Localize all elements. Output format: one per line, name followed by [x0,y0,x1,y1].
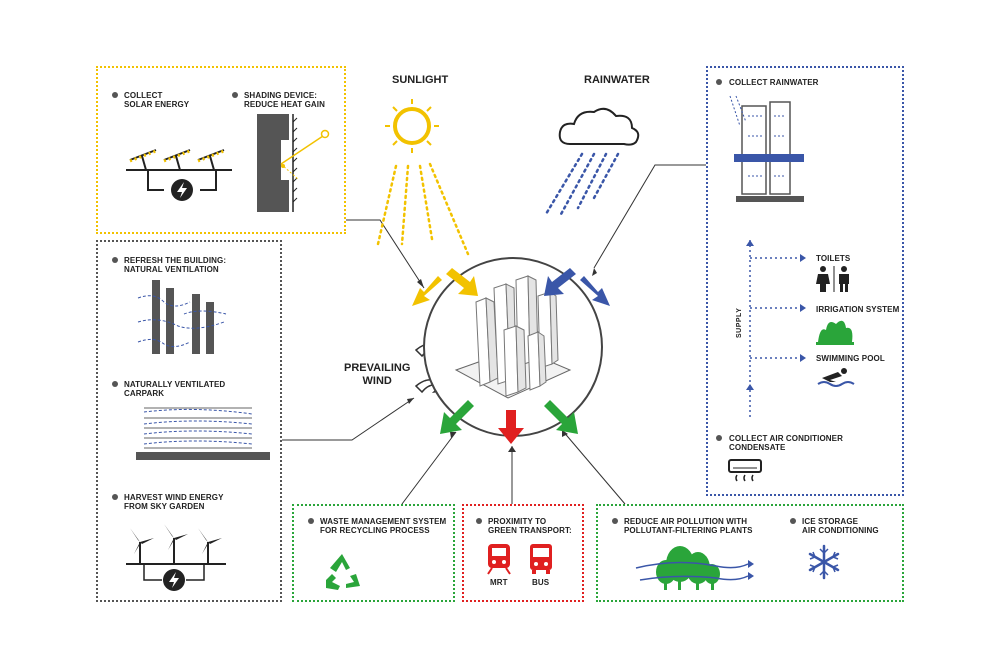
irrigation-icon [816,320,854,345]
air-pollution-label: REDUCE AIR POLLUTION WITH POLLUTANT-FILT… [624,517,753,535]
transport-panel-box [462,504,584,602]
rainwater-panel-box [706,66,904,496]
bullet-dot [112,92,118,98]
bullet-dot [476,518,482,524]
toilets-label: TOILETS [816,254,851,263]
bullet-dot [716,435,722,441]
harvest-wind-label: HARVEST WIND ENERGY FROM SKY GARDEN [124,493,224,511]
collect-solar-label: COLLECT SOLAR ENERGY [124,91,190,109]
shading-device-label: SHADING DEVICE: REDUCE HEAT GAIN [244,91,326,109]
sunlight-arrow-out [412,276,442,306]
mrt-label: MRT [490,578,508,587]
irrigation-label: IRRIGATION SYSTEM [816,305,900,314]
sunlight-label: SUNLIGHT [392,74,449,86]
rain-arrow-in [544,268,576,296]
carpark-icon [136,407,270,460]
wind-turbines-icon [126,524,226,591]
swimming-icon [817,368,855,387]
transport-arrow [498,410,524,444]
natural-ventilation-label: REFRESH THE BUILDING: NATURAL VENTILATIO… [124,256,227,274]
bullet-dot [232,92,238,98]
circle-arrows [412,268,610,444]
bullet-dot [112,494,118,500]
air-arrow [544,400,578,434]
ice-storage-label: ICE STORAGE AIR CONDITIONING [802,517,879,535]
pool-label: SWIMMING POOL [816,354,885,363]
waste-panel-box [292,504,455,602]
supply-label: SUPPLY [736,307,743,338]
bullet-dot [790,518,796,524]
supply-lines [746,240,806,420]
rainwater-label: RAINWATER [584,74,650,86]
collect-rainwater-label: COLLECT RAINWATER [729,78,819,87]
bullet-dot [612,518,618,524]
shading-device-icon [257,114,330,212]
bus-icon [530,544,552,574]
wind-panel-box [96,240,282,602]
waste-arrow [440,400,474,434]
rain-arrow-out [580,276,610,306]
sun-icon [376,99,470,256]
filtering-plants-icon [635,546,754,590]
bullet-dot [112,257,118,263]
sunlight-arrow-in [446,268,478,296]
bus-label: BUS [532,578,550,587]
snowflake-icon [808,544,840,580]
waste-management-label: WASTE MANAGEMENT SYSTEM FOR RECYCLING PR… [320,517,447,535]
recycle-icon [326,554,360,590]
bullet-dot [716,79,722,85]
rain-cloud-icon [544,107,640,218]
air-conditioner-icon [728,459,762,482]
prevailing-wind-label: PREVAILING WIND [344,362,411,387]
rainwater-building-icon [729,95,804,202]
mrt-icon [487,544,511,575]
air-panel-box [596,504,904,602]
bullet-dot [308,518,314,524]
solar-panels-icon [126,149,232,201]
ventilation-towers-icon [137,280,227,354]
carpark-label: NATURALLY VENTILATED CARPARK [124,380,226,398]
solar-panel-box [96,66,346,234]
bullet-dot [112,381,118,387]
green-transport-label: PROXIMITY TO GREEN TRANSPORT: [488,517,572,535]
toilets-icon [816,266,849,292]
condensate-label: COLLECT AIR CONDITIONER CONDENSATE [729,434,843,452]
building-circle [423,257,603,437]
